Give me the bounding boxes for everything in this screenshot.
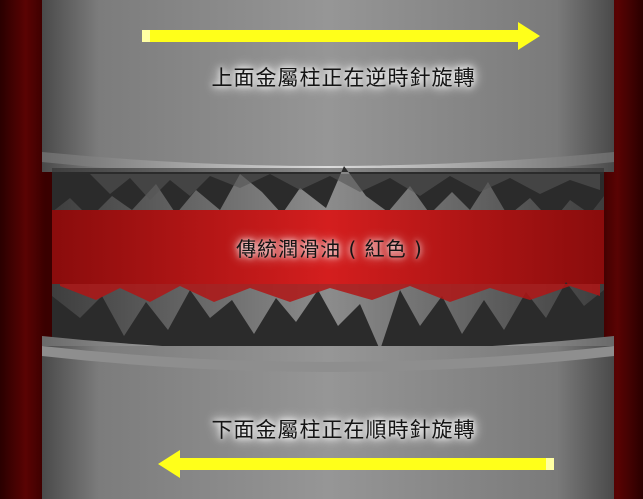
arrow-left-icon — [158, 450, 554, 478]
upper-surface-asperities-highlight — [90, 174, 600, 200]
upper-cylinder-caption: 上面金屬柱正在逆時針旋轉 — [211, 66, 476, 90]
lubricant-band — [52, 210, 604, 284]
lower-cylinder-caption: 下面金屬柱正在順時針旋轉 — [211, 418, 476, 442]
arrow-right-icon — [142, 22, 540, 50]
lubricant-caption: 傳統潤滑油 ( 紅色 ) — [236, 237, 423, 261]
lower-surface-asperities — [52, 282, 604, 350]
lower-surface-red-flecks — [60, 284, 600, 302]
lower-cylinder-top-face — [42, 346, 614, 372]
